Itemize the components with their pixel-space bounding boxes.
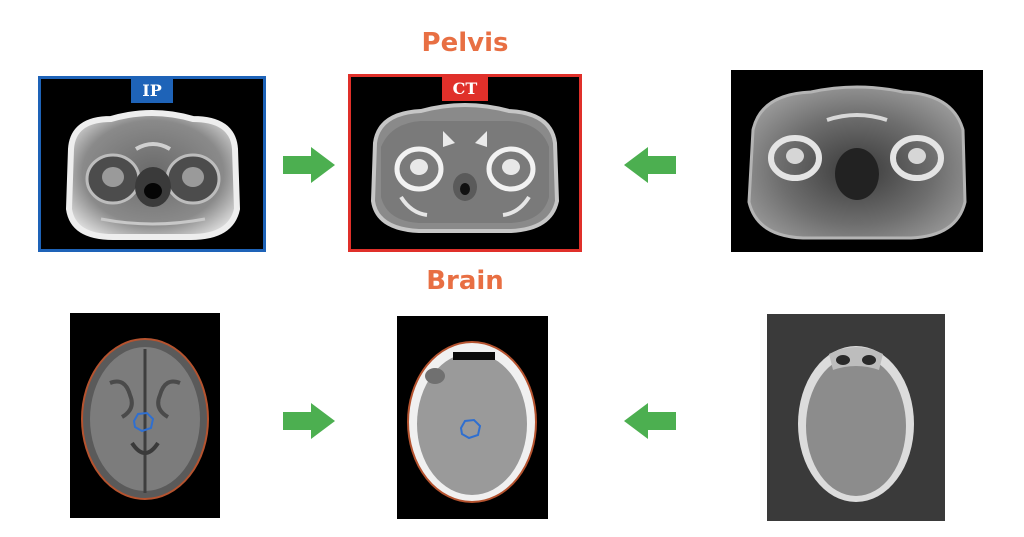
ct-tag: CT [442, 77, 488, 101]
target-contour [459, 418, 482, 440]
brain-cbct-scan [767, 314, 945, 521]
brain-mr-image [70, 313, 220, 518]
pelvis-mr-image: IP [38, 76, 266, 252]
pelvis-ct-image: CT [348, 74, 582, 252]
arrow-right-icon [283, 403, 335, 439]
brain-ct-scan [407, 341, 537, 503]
pelvis-cbct-image [731, 70, 983, 252]
arrow-left-icon [624, 403, 676, 439]
ip-tag: IP [131, 79, 173, 103]
brain-ct-image [397, 316, 548, 519]
pelvis-ct-scan [370, 103, 560, 233]
arrow-left-icon [624, 147, 676, 183]
pelvis-cbct-scan [747, 85, 967, 240]
pelvis-mr-scan [65, 110, 241, 240]
target-contour [132, 411, 155, 433]
section-title-pelvis: Pelvis [421, 28, 509, 58]
brain-cbct-image [767, 314, 945, 521]
arrow-right-icon [283, 147, 335, 183]
brain-mr-scan [81, 338, 209, 500]
section-title-brain: Brain [426, 266, 504, 296]
